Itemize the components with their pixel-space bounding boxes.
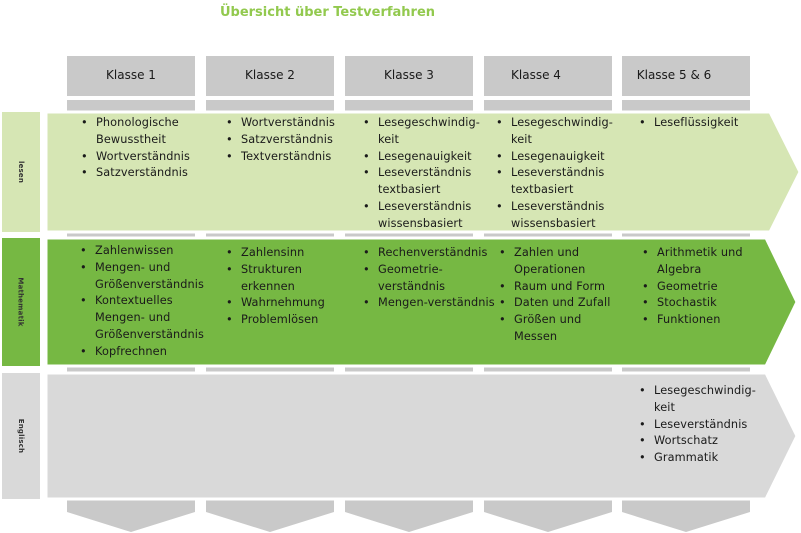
list-item: Kontextuelles Mengen- und Größenverständ… [80,293,219,343]
column-header-klasse-3: Klasse 3 [384,68,434,82]
list-item: Leseverständnis textbasiert [363,165,490,199]
list-item: Geometrie-verständnis [363,262,502,296]
cell-mathematik-klasse-3: Rechenverständnis Geometrie-verständnis … [362,245,502,312]
list-item: Lesegeschwindig-keit [363,115,490,149]
list-item: Grammatik [639,450,772,467]
cell-lesen-klasse-1: Phonologische Bewusstheit Wortverständni… [80,115,214,182]
list-item: Leseverständnis wissensbasiert [496,199,623,233]
list-item: Leseverständnis wissensbasiert [363,199,490,233]
column-header-klasse-4: Klasse 4 [511,68,561,82]
column-header-klasse-5-6: Klasse 5 & 6 [636,68,712,82]
list-item: Problemlösen [226,312,355,329]
list-item: Raum und Form [499,279,626,296]
list-item: Zahlen und Operationen [499,245,626,279]
list-item: Lesegenauigkeit [363,149,490,166]
cell-mathematik-klasse-5-6: Arithmetik und Algebra Geometrie Stochas… [641,245,773,329]
list-item: Leseflüssigkeit [639,115,780,132]
column-header-klasse-1: Klasse 1 [106,68,156,82]
list-item: Wortverständnis [226,115,359,132]
list-item: Wortverständnis [81,149,214,166]
list-item: Lesegeschwindig-keit [639,383,772,417]
list-item: Rechenverständnis [363,245,502,262]
row-label-englisch: Englisch [2,373,40,499]
column-header-klasse-2: Klasse 2 [245,68,295,82]
list-item: Wortschatz [639,433,772,450]
list-item: Zahlenwissen [80,243,219,260]
list-item: Satzverständnis [81,165,214,182]
row-label-lesen-text: lesen [16,160,25,184]
list-item: Zahlensinn [226,245,355,262]
list-item: Größen und Messen [499,312,626,346]
list-item: Mengen-verständnis [363,295,502,312]
list-item: Stochastik [642,295,773,312]
cell-lesen-klasse-3: Lesegeschwindig-keit Lesegenauigkeit Les… [362,115,490,233]
row-label-mathematik: Mathematik [2,238,40,366]
list-item: Leseverständnis textbasiert [496,165,623,199]
list-item: Kopfrechnen [80,344,219,361]
list-item: Textverständnis [226,149,359,166]
cell-lesen-klasse-4: Lesegeschwindig-keit Lesegenauigkeit Les… [495,115,623,233]
list-item: Satzverständnis [226,132,359,149]
row-label-englisch-text: Englisch [16,418,25,454]
row-arrow-englisch [2,371,799,501]
list-item: Arithmetik und Algebra [642,245,773,279]
row-label-mathematik-text: Mathematik [17,277,25,327]
row-label-lesen: lesen [2,112,40,232]
cell-mathematik-klasse-1: Zahlenwissen Mengen- und Größenverständn… [79,243,219,361]
cell-mathematik-klasse-2: Zahlensinn Strukturen erkennen Wahrnehmu… [225,245,355,329]
cell-lesen-klasse-5-6: Leseflüssigkeit [638,115,780,132]
list-item: Mengen- und Größenverständnis [80,260,219,294]
list-item: Lesegenauigkeit [496,149,623,166]
cell-mathematik-klasse-4: Zahlen und Operationen Raum und Form Dat… [498,245,626,346]
list-item: Phonologische Bewusstheit [81,115,214,149]
page-title: Übersicht über Testverfahren [219,5,436,20]
list-item: Strukturen erkennen [226,262,355,296]
list-item: Funktionen [642,312,773,329]
list-item: Geometrie [642,279,773,296]
list-item: Daten und Zufall [499,295,626,312]
list-item: Lesegeschwindig-keit [496,115,623,149]
cell-englisch-klasse-5-6: Lesegeschwindig-keit Leseverständnis Wor… [638,383,772,467]
list-item: Leseverständnis [639,417,772,434]
list-item: Wahrnehmung [226,295,355,312]
cell-lesen-klasse-2: Wortverständnis Satzverständnis Textvers… [225,115,359,165]
